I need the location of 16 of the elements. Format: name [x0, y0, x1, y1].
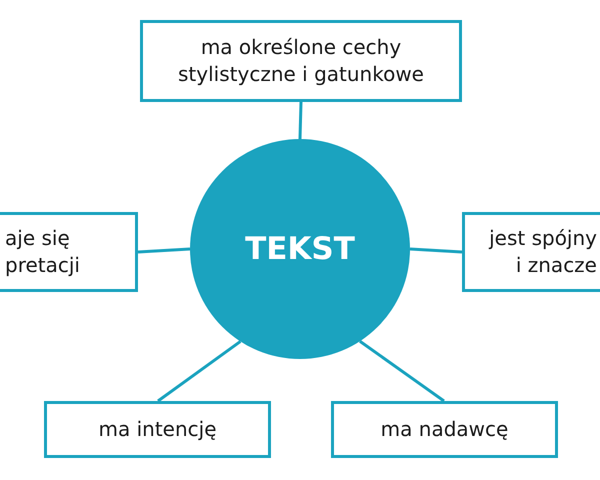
- concept-box: [44, 401, 271, 458]
- concept-text: ma intencję: [98, 416, 216, 443]
- connector-line: [359, 340, 445, 402]
- concept-text: ma określone cechy stylistyczne i gatunkowe: [177, 34, 425, 88]
- concept-text: ma nadawcę: [380, 416, 508, 443]
- connector-line: [410, 248, 462, 254]
- concept-box: [462, 212, 600, 292]
- central-label: TEKST: [245, 230, 355, 268]
- connector-line: [157, 340, 242, 402]
- concept-text: jest spójny i znacze: [488, 225, 597, 279]
- concept-box: [331, 401, 558, 458]
- concept-box: [0, 212, 138, 292]
- concept-text: aje się pretacji: [5, 225, 81, 279]
- concept-box: [140, 20, 462, 102]
- connector-line: [138, 248, 190, 254]
- connector-line: [298, 102, 302, 140]
